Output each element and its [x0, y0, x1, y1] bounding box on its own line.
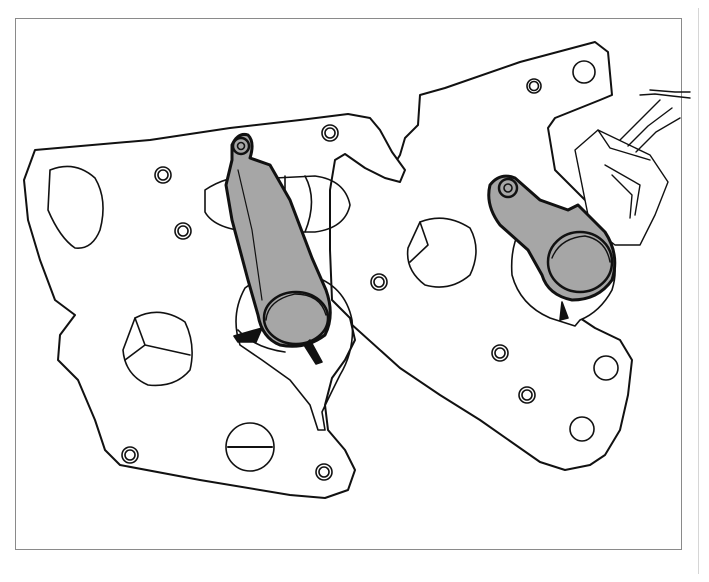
slot-recess — [47, 165, 104, 249]
mounting-hole — [518, 386, 536, 404]
mounting-hole — [569, 416, 595, 442]
long-lever-arm — [224, 133, 332, 365]
lever-hub — [262, 290, 330, 346]
cup-recess — [406, 217, 477, 288]
mounting-hole — [572, 60, 596, 84]
mounting-hole — [370, 273, 388, 291]
cup-recess — [122, 311, 193, 387]
mounting-hole — [526, 78, 542, 94]
mounting-hole — [121, 446, 139, 464]
slotted-screw — [225, 422, 275, 472]
mounting-hole — [491, 344, 509, 362]
page-divider — [698, 8, 699, 574]
mounting-hole — [593, 355, 619, 381]
short-lever-arm — [487, 174, 617, 327]
mounting-hole — [315, 463, 333, 481]
lever-hub — [546, 230, 614, 294]
mounting-hole — [321, 124, 339, 142]
left-mounting-plate — [23, 113, 406, 499]
connector-cable — [574, 89, 691, 246]
mounting-hole — [174, 222, 192, 240]
mounting-hole — [154, 166, 172, 184]
